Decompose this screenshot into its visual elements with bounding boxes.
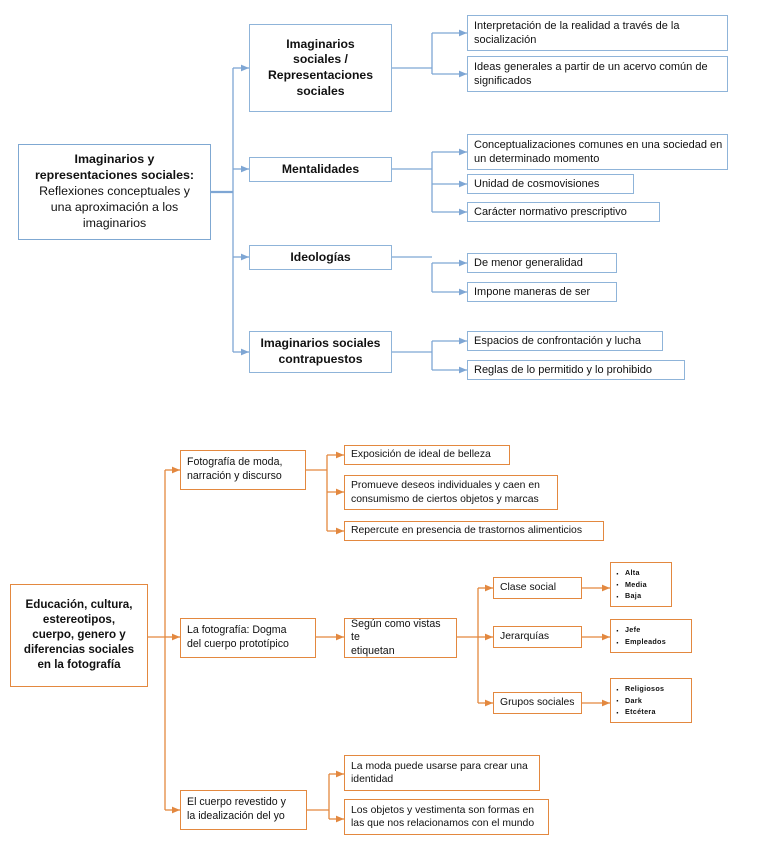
list-item: Empleados: [616, 636, 666, 652]
upper-leaf-3-1[interactable]: De menor generalidad: [467, 253, 617, 273]
upper-leaf-4-2[interactable]: Reglas de lo permitido y lo prohibido: [467, 360, 685, 380]
list-item: Alta: [616, 567, 647, 583]
lower-root-node[interactable]: Educación, cultura, estereotipos, cuerpo…: [10, 584, 148, 687]
lower-category-2-items[interactable]: Jefe Empleados: [610, 619, 692, 653]
lower-branch-1-node[interactable]: Fotografía de moda, narración y discurso: [180, 450, 306, 490]
bullet-list: Jefe Empleados: [611, 624, 666, 652]
upper-branch-2-node[interactable]: Mentalidades: [249, 157, 392, 182]
upper-leaf-2-1[interactable]: Conceptualizaciones comunes en una socie…: [467, 134, 728, 170]
upper-branch-4-node[interactable]: Imaginarios sociales contrapuestos: [249, 331, 392, 373]
lower-leaf-3-2[interactable]: Los objetos y vestimenta son formas en l…: [344, 799, 549, 835]
bullet-list: Religiosos Dark Etcétera: [611, 683, 664, 722]
lower-category-2-node[interactable]: Jerarquías: [493, 626, 582, 648]
lower-branch-1-label: Fotografía de moda, narración y discurso: [187, 456, 283, 482]
upper-root-node[interactable]: Imaginarios y representaciones sociales:…: [18, 144, 211, 240]
list-item: Dark: [616, 694, 664, 710]
lower-branch-3-node[interactable]: El cuerpo revestido y la idealización de…: [180, 790, 307, 830]
list-item: Etcétera: [616, 706, 664, 722]
lower-leaf-3-1[interactable]: La moda puede usarse para crear una iden…: [344, 755, 540, 791]
lower-branch-2-label: La fotografía: Dogma del cuerpo prototíp…: [187, 624, 289, 650]
lower-leaf-1-3[interactable]: Repercute en presencia de trastornos ali…: [344, 521, 604, 541]
upper-leaf-3-2[interactable]: Impone maneras de ser: [467, 282, 617, 302]
lower-branch-2-middle-label: Según como vistas te etiquetan: [351, 617, 441, 657]
list-item: Religiosos: [616, 683, 664, 699]
lower-branch-2-node[interactable]: La fotografía: Dogma del cuerpo prototíp…: [180, 618, 316, 658]
upper-leaf-1-2[interactable]: Ideas generales a partir de un acervo co…: [467, 56, 728, 92]
upper-branch-3-node[interactable]: Ideologías: [249, 245, 392, 270]
lower-category-3-node[interactable]: Grupos sociales: [493, 692, 582, 714]
upper-leaf-2-3[interactable]: Carácter normativo prescriptivo: [467, 202, 660, 222]
upper-leaf-1-1[interactable]: Interpretación de la realidad a través d…: [467, 15, 728, 51]
lower-leaf-1-2[interactable]: Promueve deseos individuales y caen en c…: [344, 475, 558, 510]
bullet-list: Alta Media Baja: [611, 567, 647, 606]
list-item: Jefe: [616, 624, 666, 640]
upper-leaf-4-1[interactable]: Espacios de confrontación y lucha: [467, 331, 663, 351]
upper-branch-1-node[interactable]: Imaginarios sociales / Representaciones …: [249, 24, 392, 112]
lower-root-text: Educación, cultura, estereotipos, cuerpo…: [23, 598, 135, 671]
lower-category-1-items[interactable]: Alta Media Baja: [610, 562, 672, 607]
lower-category-1-node[interactable]: Clase social: [493, 577, 582, 599]
list-item: Media: [616, 578, 647, 594]
lower-branch-2-middle-node[interactable]: Según como vistas te etiquetan: [344, 618, 457, 658]
list-item: Baja: [616, 590, 647, 606]
upper-root-text: Imaginarios y representaciones sociales:…: [34, 152, 195, 230]
lower-category-3-items[interactable]: Religiosos Dark Etcétera: [610, 678, 692, 723]
upper-branch-1-label: Imaginarios sociales / Representaciones …: [268, 36, 373, 98]
lower-branch-3-label: El cuerpo revestido y la idealización de…: [187, 796, 286, 822]
upper-branch-4-label: Imaginarios sociales contrapuestos: [260, 336, 381, 366]
lower-leaf-1-1[interactable]: Exposición de ideal de belleza: [344, 445, 510, 465]
upper-leaf-2-2[interactable]: Unidad de cosmovisiones: [467, 174, 634, 194]
